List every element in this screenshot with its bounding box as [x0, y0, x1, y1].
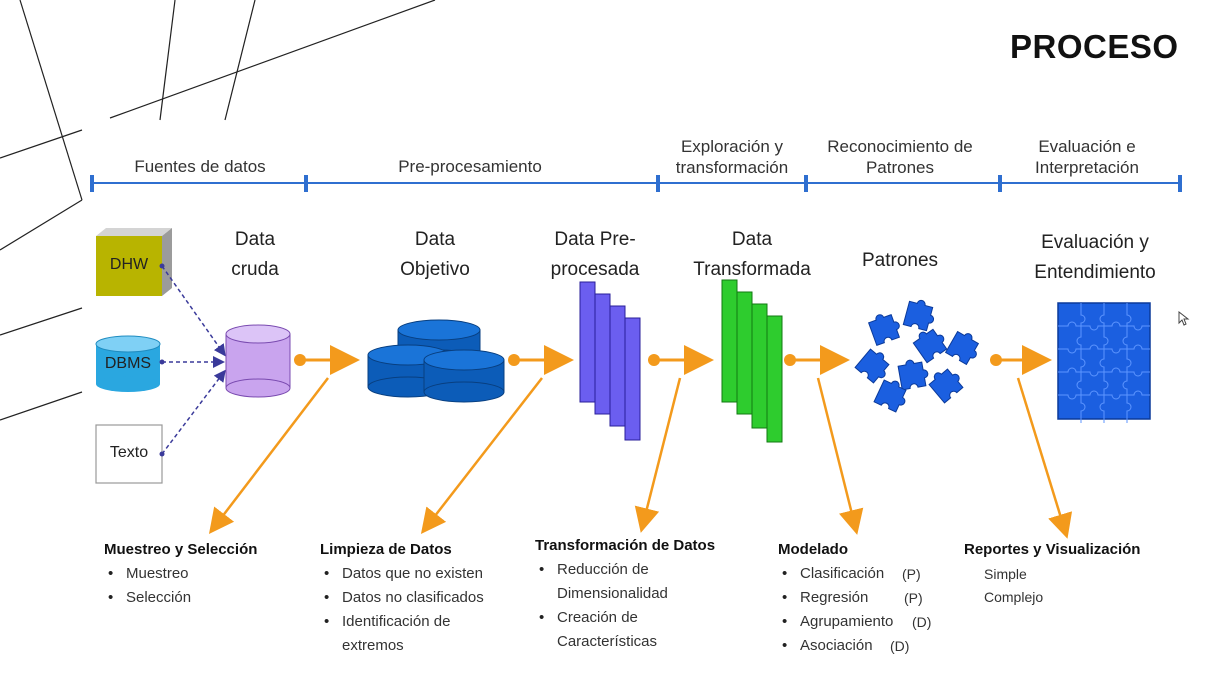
tag-descriptive: (D) — [890, 638, 910, 654]
stage-label-objetivo: Data Objetivo — [400, 229, 470, 280]
text-document-icon — [95, 424, 163, 484]
dhw-cube-icon — [96, 228, 172, 296]
phase-label-reconocimiento: Reconocimiento de Patrones — [827, 137, 973, 177]
list-item: Clasificación (P) — [778, 562, 958, 586]
tag-predictive: (P) — [904, 590, 923, 606]
list-item: Datos no clasificados — [320, 586, 520, 610]
stage-label-patrones: Patrones — [861, 250, 939, 271]
list-item: Agrupamiento (D) — [778, 610, 958, 634]
preprocessed-data-sheets-icon — [579, 281, 641, 441]
section-transformacion: Transformación de Datos Reducción de Dim… — [535, 537, 745, 654]
source-label-dhw: DHW — [109, 256, 149, 273]
section-modelado: Modelado Clasificación (P) Regresión (P)… — [778, 541, 958, 658]
list-item: Complejo — [984, 589, 1044, 605]
section-title-reportes: Reportes y Visualización — [964, 541, 1141, 558]
target-data-cylinders-icon — [367, 319, 505, 403]
section-limpieza: Limpieza de Datos Datos que no existen D… — [320, 541, 520, 658]
phase-label-preprocesamiento: Pre-procesamiento — [398, 157, 542, 176]
list-item: Muestreo — [104, 562, 304, 586]
patterns-puzzle-pieces-icon — [854, 296, 985, 415]
section-title-modelado: Modelado — [778, 541, 848, 558]
list-item: Identificación de extremos — [320, 610, 492, 658]
list-item: Selección — [104, 586, 304, 610]
stage-label-transformada: Data Transformada — [693, 229, 811, 280]
list-item: Simple — [984, 566, 1027, 582]
list-item: Datos que no existen — [320, 562, 520, 586]
list-item: Creación de Características — [535, 606, 687, 654]
source-label-texto: Texto — [109, 444, 149, 461]
list-item: Asociación (D) — [778, 634, 958, 658]
dbms-cylinder-icon — [95, 335, 161, 392]
phase-label-fuentes: Fuentes de datos — [134, 157, 266, 176]
phase-label-evaluacion: Evaluación e Interpretación — [1035, 137, 1139, 177]
list-item: Regresión (P) — [778, 586, 958, 610]
stage-label-evaluacion: Evaluación y Entendimiento — [1034, 232, 1156, 283]
phase-label-exploracion: Exploración y transformación — [675, 137, 789, 177]
section-title-transformacion: Transformación de Datos — [535, 537, 716, 554]
evaluation-puzzle-grid-icon — [1057, 302, 1151, 423]
section-title-limpieza: Limpieza de Datos — [320, 541, 452, 558]
section-reportes: Reportes y Visualización Simple Complejo — [964, 541, 1174, 609]
section-title-muestreo: Muestreo y Selección — [104, 541, 258, 558]
list-item: Reducción de Dimensionalidad — [535, 558, 697, 606]
transformed-data-sheets-icon — [721, 279, 783, 443]
section-muestreo: Muestreo y Selección Muestreo Selección — [104, 541, 304, 610]
mouse-cursor-icon — [1178, 311, 1190, 326]
tag-predictive: (P) — [902, 566, 921, 582]
source-label-dbms: DBMS — [104, 355, 152, 372]
page-title: PROCESO — [1010, 28, 1179, 65]
stage-label-preprocesada: Data Pre-procesada — [550, 229, 640, 280]
stage-label-cruda: Data cruda — [231, 229, 279, 280]
tag-descriptive: (D) — [912, 614, 932, 630]
raw-data-cylinder-icon — [225, 324, 291, 398]
